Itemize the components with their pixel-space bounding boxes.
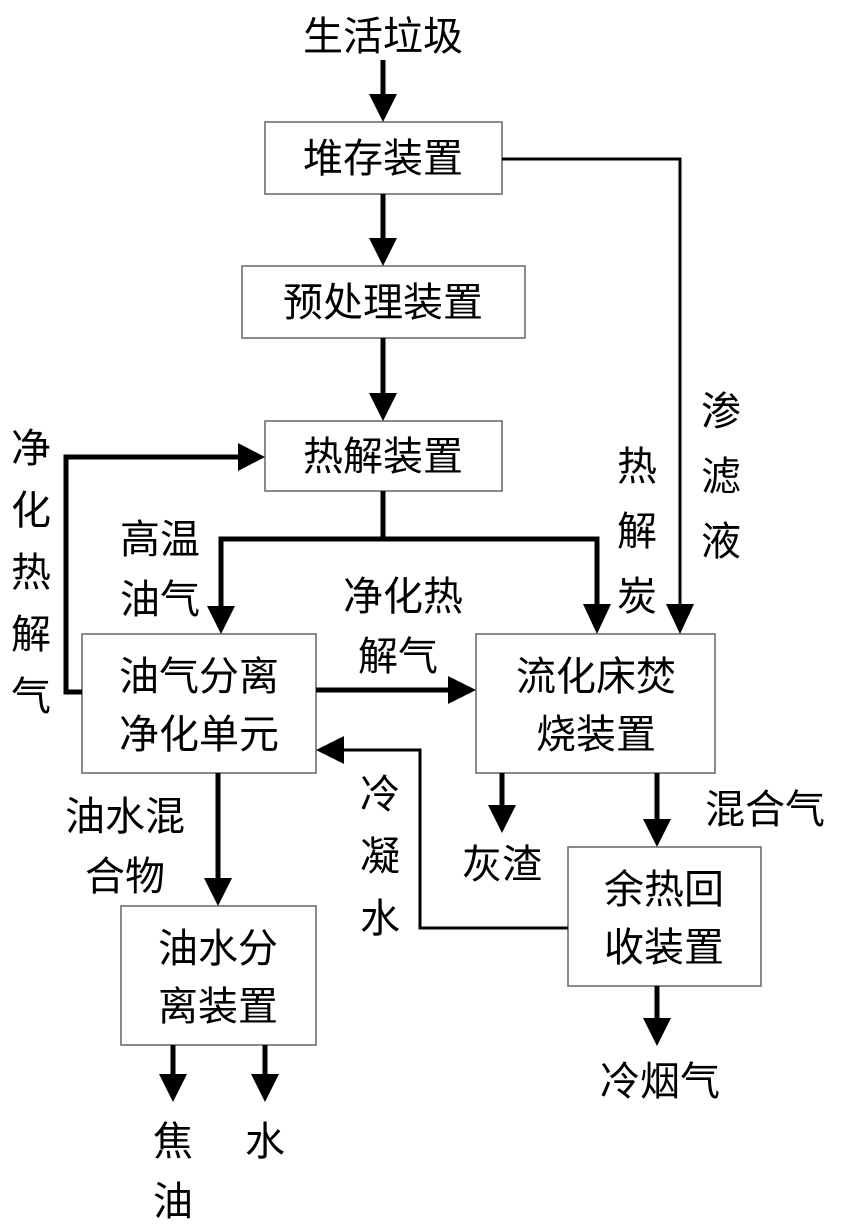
- oilwater-label-line1: 油水分: [158, 926, 278, 972]
- purified-gas-vertical-label: 净 化 热 解 气: [11, 426, 51, 720]
- leachate-char-1: 渗: [701, 389, 741, 435]
- ash-label: 灰渣: [462, 842, 542, 888]
- mixture-line2: 合物: [85, 854, 165, 900]
- purified-pyrolysis-gas-label: 净化热 解气: [343, 574, 463, 680]
- purified-gas-char-1: 净: [11, 426, 51, 472]
- mixed-gas-label: 混合气: [705, 787, 825, 833]
- purified-gas-char-3: 热: [11, 550, 51, 596]
- storage-box: 堆存装置: [264, 121, 503, 195]
- pyrolysis-char-1: 热: [617, 444, 657, 490]
- pretreatment-box: 预处理装置: [241, 265, 526, 339]
- arrow-pyrolysis-split: [207, 491, 611, 634]
- arrow-incinerator-to-ash: [488, 773, 516, 833]
- tar-char-1: 焦: [153, 1119, 193, 1165]
- arrow-oilwater-to-water: [251, 1045, 279, 1102]
- tar-char-2: 油: [153, 1179, 193, 1225]
- fluidized-bed-incinerator-box: 流化床焚 烧装置: [475, 633, 716, 774]
- condensed-char-3: 水: [360, 896, 400, 942]
- condensed-water-label: 冷 凝 水: [360, 772, 400, 942]
- heat-recovery-label-line1: 余热回: [604, 867, 724, 913]
- condensed-char-1: 冷: [360, 772, 400, 818]
- high-temp-line2: 油气: [120, 577, 200, 623]
- pyrolysis-char-3: 炭: [617, 574, 657, 620]
- arrow-incinerator-to-heat-recovery: [643, 773, 671, 847]
- arrow-purified-gas-recycle: [63, 443, 265, 695]
- pyrolysis-char-2: 解: [617, 509, 657, 555]
- pyrolysis-label: 热解装置: [303, 434, 463, 480]
- arrow-separation-to-oilwater: [204, 773, 232, 906]
- cold-flue-gas-label: 冷烟气: [600, 1059, 720, 1105]
- high-temp-oil-gas-label: 高温 油气: [120, 517, 200, 623]
- oilwater-label-line2: 离装置: [158, 984, 278, 1030]
- pyrolysis-box: 热解装置: [264, 420, 503, 492]
- heat-recovery-box: 余热回 收装置: [567, 846, 762, 987]
- oil-water-mixture-label: 油水混 合物: [65, 794, 185, 900]
- separation-label-line2: 净化单元: [119, 712, 279, 758]
- pyrolysis-char-label: 热 解 炭: [617, 444, 657, 620]
- arrow-input-to-storage: [369, 60, 397, 122]
- leachate-label: 渗 滤 液: [701, 389, 741, 565]
- oil-gas-separation-box: 油气分离 净化单元: [81, 633, 317, 774]
- arrow-storage-to-pretreatment: [369, 194, 397, 266]
- purified-gas-char-5: 气: [11, 674, 51, 720]
- purified-gas-line1: 净化热: [343, 574, 463, 620]
- arrow-condensed-water-return: [316, 736, 568, 930]
- arrow-pretreatment-to-pyrolysis: [369, 338, 397, 421]
- tar-label: 焦 油: [153, 1119, 193, 1225]
- purified-gas-char-2: 化: [11, 488, 51, 534]
- purified-gas-line2: 解气: [358, 634, 438, 680]
- pretreatment-label: 预处理装置: [283, 280, 483, 326]
- arrow-oilwater-to-tar: [159, 1045, 187, 1102]
- separation-label-line1: 油气分离: [119, 654, 279, 700]
- arrow-heat-recovery-to-flue-gas: [643, 986, 671, 1046]
- condensed-char-2: 凝: [360, 834, 400, 880]
- purified-gas-char-4: 解: [11, 612, 51, 658]
- arrow-leachate-to-incinerator: [502, 157, 694, 634]
- leachate-char-3: 液: [701, 519, 741, 565]
- mixture-line1: 油水混: [65, 794, 185, 840]
- oil-water-separator-box: 油水分 离装置: [120, 905, 317, 1046]
- fluidized-label-line1: 流化床焚: [516, 654, 676, 700]
- storage-label: 堆存装置: [303, 136, 463, 182]
- arrow-separation-to-incinerator: [316, 676, 476, 704]
- water-label: 水: [245, 1119, 285, 1165]
- input-label: 生活垃圾: [303, 14, 463, 60]
- heat-recovery-label-line2: 收装置: [604, 925, 724, 971]
- leachate-char-2: 滤: [701, 454, 741, 500]
- fluidized-label-line2: 烧装置: [536, 712, 656, 758]
- high-temp-line1: 高温: [120, 517, 200, 563]
